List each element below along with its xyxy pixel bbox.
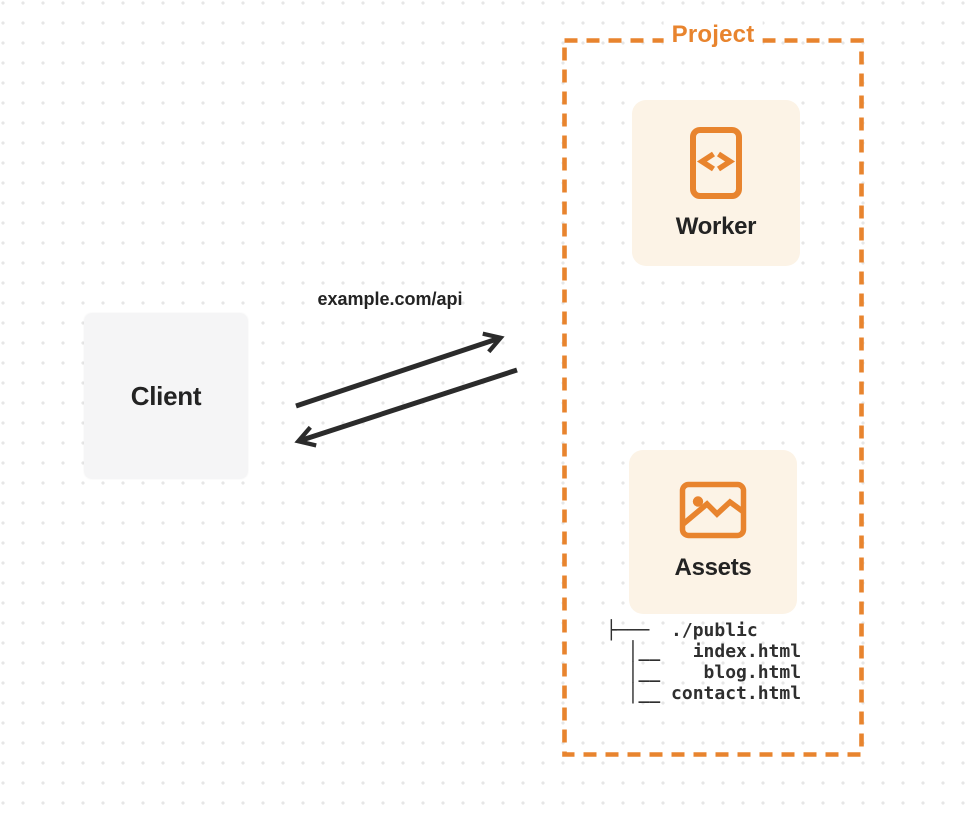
code-file-icon xyxy=(690,127,742,199)
request-url-label: example.com/api xyxy=(317,289,463,309)
file-tree: ├─── ./public │__ index.html │__ blog.ht… xyxy=(606,620,801,704)
worker-node: Worker xyxy=(632,100,800,266)
worker-label: Worker xyxy=(675,213,757,240)
file-tree-line-public: ├─── ./public xyxy=(606,620,758,641)
request-arrow xyxy=(295,331,505,409)
assets-label: Assets xyxy=(674,554,752,581)
image-icon xyxy=(679,481,747,539)
file-tree-line-index: │__ index.html xyxy=(606,641,802,662)
project-label: Project xyxy=(663,21,763,49)
client-label: Client xyxy=(130,380,202,411)
assets-node: Assets xyxy=(629,450,797,614)
file-tree-line-blog: │__ blog.html xyxy=(606,662,802,683)
file-tree-line-contact: │__ contact.html xyxy=(606,683,802,704)
client-node: Client xyxy=(84,313,248,479)
response-arrow xyxy=(294,367,518,448)
